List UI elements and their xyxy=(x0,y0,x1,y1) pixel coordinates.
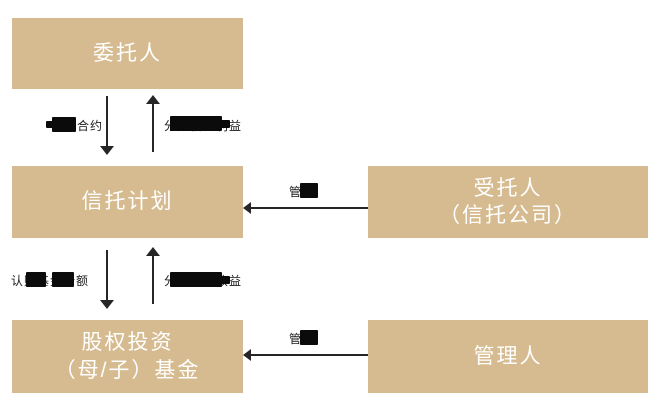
edge-trustee-manages-trust-line xyxy=(250,207,368,209)
edge-trust-to-settlor-redaction xyxy=(170,116,222,131)
node-settlor-label: 委托人 xyxy=(93,41,162,65)
node-trust-plan[interactable]: 信托计划 xyxy=(12,166,243,238)
node-trustee[interactable]: 受托人 （信托公司） xyxy=(368,166,648,238)
edge-fund-to-trust-arrowhead xyxy=(146,247,160,256)
edge-trust-to-fund-line xyxy=(106,250,108,302)
edge-settlor-to-trust-redaction-2 xyxy=(46,121,56,128)
edge-trust-to-fund-arrowhead xyxy=(100,300,114,309)
edge-fund-to-trust-redaction xyxy=(170,272,222,287)
edge-trust-to-settlor-redaction-2 xyxy=(218,120,230,128)
edge-settlor-to-trust-redaction xyxy=(52,117,76,132)
node-fund[interactable]: 股权投资 （母/子）基金 xyxy=(12,320,243,393)
edge-manager-manages-fund-redaction xyxy=(300,330,318,345)
node-manager[interactable]: 管理人 xyxy=(368,320,648,393)
edge-settlor-to-trust-arrowhead xyxy=(100,146,114,155)
edge-trust-to-settlor-line xyxy=(152,100,154,152)
edge-trust-to-fund-redaction-2 xyxy=(52,272,74,287)
edge-trustee-manages-trust-arrowhead xyxy=(243,202,251,214)
node-trust-plan-label: 信托计划 xyxy=(81,190,174,214)
edge-trust-to-fund-label: 认购基金份额 xyxy=(10,273,91,289)
node-fund-label-line1: 股权投资 xyxy=(81,331,174,355)
node-fund-label-line2: （母/子）基金 xyxy=(54,358,201,382)
edge-settlor-to-trust-line xyxy=(106,96,108,148)
edge-fund-to-trust-redaction-2 xyxy=(218,276,230,284)
edge-trustee-manages-trust-redaction xyxy=(300,183,318,198)
node-settlor[interactable]: 委托人 xyxy=(12,18,243,89)
edge-manager-manages-fund-arrowhead xyxy=(243,349,251,361)
node-manager-label: 管理人 xyxy=(473,344,543,368)
edge-fund-to-trust-line xyxy=(152,252,154,304)
edge-manager-manages-fund-line xyxy=(250,354,368,356)
edge-trust-to-fund-redaction xyxy=(26,272,46,287)
node-trustee-label-line1: 受托人 xyxy=(473,176,543,200)
edge-trust-to-settlor-arrowhead xyxy=(146,95,160,104)
node-trustee-label-line2: （信托公司） xyxy=(439,204,577,227)
